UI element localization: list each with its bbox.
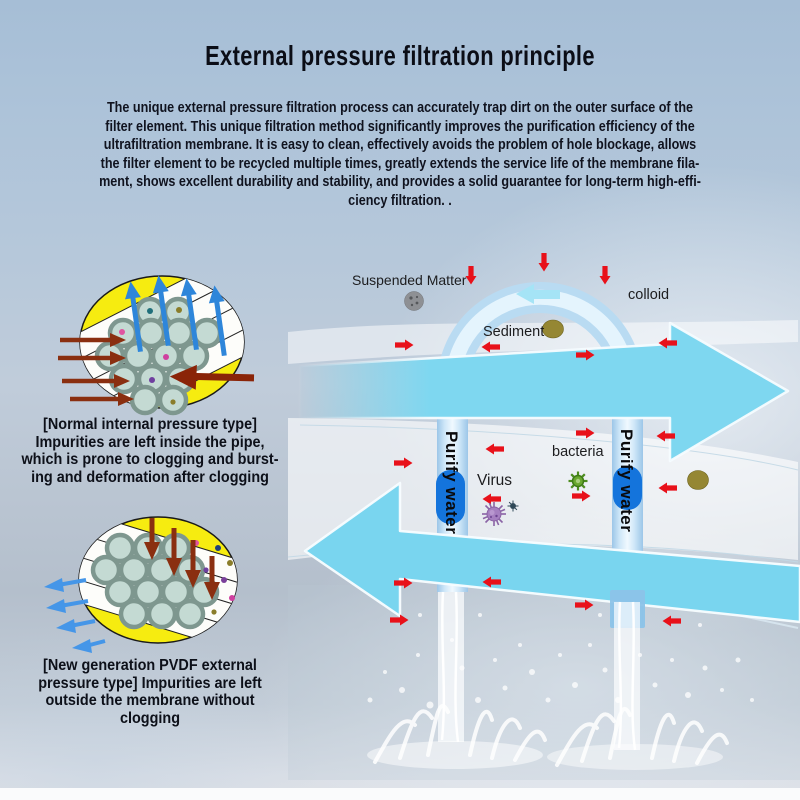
sediment-icon — [542, 319, 564, 339]
label-sediment: Sediment — [483, 324, 545, 340]
bacteria-icon — [568, 471, 588, 491]
membrane-figure-internal — [58, 275, 255, 416]
membrane-figure-external — [44, 516, 238, 653]
bottom-white-strip — [0, 788, 800, 800]
label-suspended-matter: Suspended Matter — [352, 272, 467, 288]
caption-internal-pressure: [Normal internal pressure type] Impuriti… — [21, 416, 279, 486]
virus-icon — [482, 502, 506, 526]
red-arrow-icon — [599, 266, 611, 285]
sediment-icon-right — [687, 470, 709, 490]
suspended-matter-icon — [404, 291, 424, 311]
label-bacteria: bacteria — [552, 444, 604, 460]
caption-external-pressure: [New generation PVDF external pressure t… — [38, 657, 262, 727]
label-colloid: colloid — [628, 287, 670, 303]
intro-paragraph: The unique external pressure filtration … — [99, 99, 701, 209]
label-purify-water-right: Purify water — [617, 429, 636, 533]
red-arrow-icon — [538, 253, 550, 272]
label-purify-water-left: Purify water — [442, 431, 461, 535]
label-virus: Virus — [477, 472, 513, 489]
page-title: External pressure filtration principle — [205, 40, 595, 71]
red-arrow-icon — [465, 266, 477, 285]
